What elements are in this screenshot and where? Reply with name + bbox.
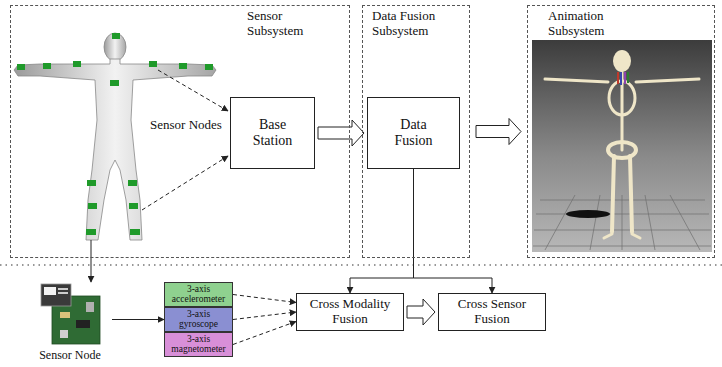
skeleton-render xyxy=(645,195,655,250)
process-box: Base Station xyxy=(230,97,315,169)
subsystem-heading: Animation Subsystem xyxy=(548,9,623,39)
dashed-arrow xyxy=(233,312,296,320)
subsystem-heading: Sensor Subsystem xyxy=(247,9,322,39)
node-label: Cross Sensor Fusion xyxy=(445,297,539,327)
skeleton-render xyxy=(545,72,699,238)
node-label: 3-axis magnetometer xyxy=(170,335,227,355)
body-sensor xyxy=(128,180,137,186)
skeleton-render xyxy=(534,230,711,231)
dashed-arrow xyxy=(233,322,296,345)
skeleton-render xyxy=(609,81,635,115)
subsystem-frame: Animation Subsystem xyxy=(527,5,715,258)
sensor-node-photo xyxy=(58,288,68,290)
sensor-node-photo xyxy=(44,287,56,295)
sensor-node-photo xyxy=(58,292,68,294)
process-box: Cross Modality Fusion xyxy=(296,293,404,331)
node-label: 3-axis accelerometer xyxy=(170,285,227,305)
skeleton-render xyxy=(630,156,632,232)
skeleton-render xyxy=(627,72,629,83)
block-arrow xyxy=(407,299,435,325)
sensor-node-photo xyxy=(86,302,94,312)
flow-arrow xyxy=(414,169,493,293)
body-sensor xyxy=(205,64,213,70)
skeleton-render xyxy=(620,72,622,85)
node-label: Data Fusion xyxy=(382,117,445,149)
body-sensor xyxy=(129,203,138,209)
body-sensor xyxy=(110,80,119,86)
sensor-node-photo xyxy=(41,284,100,344)
skeleton-render xyxy=(612,156,614,232)
dashed-arrow xyxy=(233,295,296,303)
sensor-node-photo xyxy=(41,284,71,306)
sensor-node-photo xyxy=(76,320,90,328)
human-figure xyxy=(104,33,126,61)
sensor-band: 3-axis gyroscope xyxy=(164,307,233,332)
leader-arrow xyxy=(91,70,228,282)
human-figure xyxy=(14,33,216,240)
body-sensor xyxy=(43,63,51,69)
skeleton-render xyxy=(636,79,699,82)
skeleton-render xyxy=(532,40,712,252)
skeleton-render xyxy=(532,40,712,252)
skeleton-render xyxy=(617,72,619,84)
skeleton-render xyxy=(566,210,610,218)
body-sensor xyxy=(88,203,97,209)
sensor-band: 3-axis magnetometer xyxy=(164,332,233,357)
skeleton-render xyxy=(621,72,624,150)
subsystem-heading: Data Fusion Subsystem xyxy=(372,9,452,39)
skeleton-render xyxy=(590,195,600,250)
flow-arrow xyxy=(350,169,414,293)
node-label: 3-axis gyroscope xyxy=(170,310,227,330)
sensor-node-photo xyxy=(60,330,68,338)
skeleton-render xyxy=(624,72,626,84)
body-sensor xyxy=(179,63,187,69)
process-box: Cross Sensor Fusion xyxy=(438,293,546,331)
skeleton-render xyxy=(540,200,705,201)
skeleton-render xyxy=(632,234,640,238)
human-figure xyxy=(14,59,216,240)
body-sensor xyxy=(130,229,140,235)
skeleton-render xyxy=(622,195,623,250)
block-arrow xyxy=(318,120,364,146)
skeleton-render xyxy=(613,50,631,72)
process-box: Data Fusion xyxy=(367,97,460,169)
divider-line xyxy=(0,264,722,265)
skeleton-render xyxy=(545,195,575,250)
body-sensor xyxy=(17,64,25,70)
body-sensor xyxy=(86,229,96,235)
node-label: Base Station xyxy=(243,117,302,149)
skeleton-render xyxy=(533,195,711,250)
subsystem-frame: Data Fusion SubsystemData Fusion xyxy=(362,5,470,258)
leader-arrow xyxy=(158,70,228,111)
skeleton-render xyxy=(545,79,608,82)
node-label: Cross Modality Fusion xyxy=(303,297,397,327)
leader-arrow xyxy=(142,156,228,210)
flow-arrow xyxy=(112,319,164,320)
node-label: Sensor Node xyxy=(39,349,101,363)
body-sensor xyxy=(149,61,157,67)
callout-label: Sensor Nodes xyxy=(150,118,222,133)
skeleton-render xyxy=(536,214,709,215)
leader-arrow xyxy=(91,240,92,282)
skeleton-render xyxy=(604,234,612,238)
skeleton-render xyxy=(618,72,628,85)
body-sensor xyxy=(17,33,213,235)
block-arrow xyxy=(476,119,521,145)
sensor-node-photo xyxy=(60,312,70,318)
body-sensor xyxy=(73,61,81,67)
skeleton-render xyxy=(670,195,700,250)
sensor-node-picture: Sensor Node xyxy=(28,279,112,363)
sensor-band: 3-axis accelerometer xyxy=(164,282,233,307)
body-sensor xyxy=(112,33,120,39)
body-sensor xyxy=(87,180,96,186)
